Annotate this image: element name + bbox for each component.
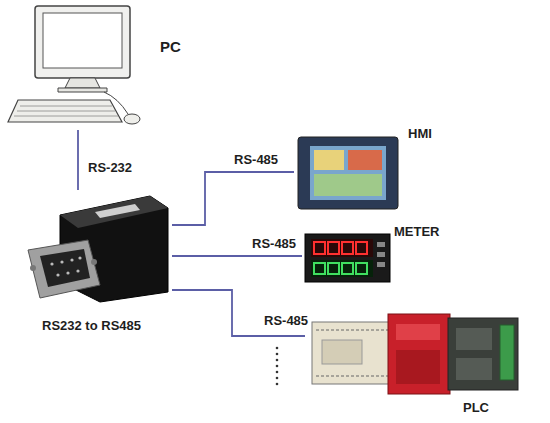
plc-illustration-part: [500, 325, 514, 380]
continuation-dots-part: [276, 383, 279, 386]
node-label: PLC: [463, 400, 489, 416]
meter-illustration-part: [342, 263, 353, 274]
hmi-illustration: [298, 137, 398, 209]
plc-illustration-part: [316, 330, 388, 376]
pc-illustration: [8, 6, 140, 124]
hmi-node: HMI: [294, 124, 450, 216]
converter-illustration-part: [95, 204, 140, 218]
plc-illustration: [312, 314, 518, 394]
continuation-dots: [276, 347, 279, 386]
meter-illustration-part: [328, 263, 339, 274]
continuation-dots-part: [276, 347, 279, 350]
node-label: RS232 to RS485: [42, 318, 141, 334]
hmi-illustration-part: [314, 174, 382, 196]
hmi-illustration-part: [314, 150, 344, 170]
pc-illustration-part: [65, 78, 100, 88]
meter-illustration-part: [314, 242, 325, 254]
meter-illustration-part: [314, 263, 325, 274]
converter-illustration-part: [76, 269, 79, 272]
converter-illustration: [28, 196, 168, 302]
pc-illustration-part: [8, 100, 122, 122]
bus-cable: [172, 172, 294, 225]
meter-node: METER: [302, 222, 462, 284]
continuation-dots-part: [276, 377, 279, 380]
converter-illustration-part: [56, 273, 59, 276]
pc-illustration-part: [124, 114, 140, 124]
hmi-illustration-part: [298, 137, 398, 209]
meter-illustration-part: [311, 260, 373, 277]
meter-illustration-part: [305, 234, 390, 282]
continuation-dots-part: [276, 353, 279, 356]
hmi-illustration-part: [310, 146, 386, 200]
plc-illustration-part: [448, 318, 518, 390]
converter-illustration-part: [78, 256, 81, 259]
meter-illustration-part: [311, 239, 373, 257]
meter-illustration-part: [356, 263, 367, 274]
plc-illustration-part: [312, 322, 392, 384]
pc-illustration-part: [14, 106, 118, 116]
converter-illustration-part: [40, 249, 90, 287]
continuation-dots-part: [276, 365, 279, 368]
converter-illustration-part: [60, 260, 63, 263]
pc-illustration-part: [104, 92, 128, 114]
signal-label: RS-485: [232, 152, 280, 168]
pc-node: PC: [10, 2, 185, 130]
converter-illustration-part: [66, 271, 69, 274]
hmi-illustration-part: [348, 150, 382, 170]
pc-illustration-part: [43, 13, 122, 68]
continuation-dots-part: [276, 371, 279, 374]
node-label: HMI: [408, 126, 432, 142]
converter-node: RS232 to RS485: [22, 190, 172, 340]
continuation-dots-part: [276, 359, 279, 362]
signal-label: RS-485: [250, 236, 298, 252]
pc-illustration-part: [35, 6, 130, 78]
meter-illustration-part: [377, 242, 385, 247]
converter-illustration-part: [50, 262, 53, 265]
plc-illustration-part: [456, 358, 492, 380]
converter-illustration-part: [28, 240, 100, 298]
converter-illustration-part: [91, 259, 97, 265]
converter-illustration-part: [60, 196, 168, 228]
meter-illustration-part: [377, 252, 385, 257]
plc-illustration-part: [396, 324, 440, 340]
node-label: PC: [160, 38, 181, 56]
meter-illustration-part: [377, 262, 385, 267]
plc-illustration-part: [396, 350, 440, 384]
node-label: METER: [394, 224, 440, 240]
plc-illustration-part: [388, 314, 450, 394]
meter-illustration-part: [328, 242, 339, 254]
bus-cable: [172, 255, 302, 257]
meter-illustration-part: [342, 242, 353, 254]
signal-label: RS-232: [86, 160, 134, 176]
bus-cable: [77, 130, 79, 190]
converter-illustration-part: [70, 258, 73, 261]
signal-label: RS-485: [262, 313, 310, 329]
pc-illustration-part: [58, 88, 107, 92]
converter-illustration-part: [30, 265, 36, 271]
meter-illustration-part: [356, 242, 367, 254]
plc-illustration-part: [322, 340, 362, 364]
plc-illustration-part: [456, 328, 492, 350]
meter-illustration: [305, 234, 390, 282]
plc-node: PLC: [305, 308, 527, 420]
